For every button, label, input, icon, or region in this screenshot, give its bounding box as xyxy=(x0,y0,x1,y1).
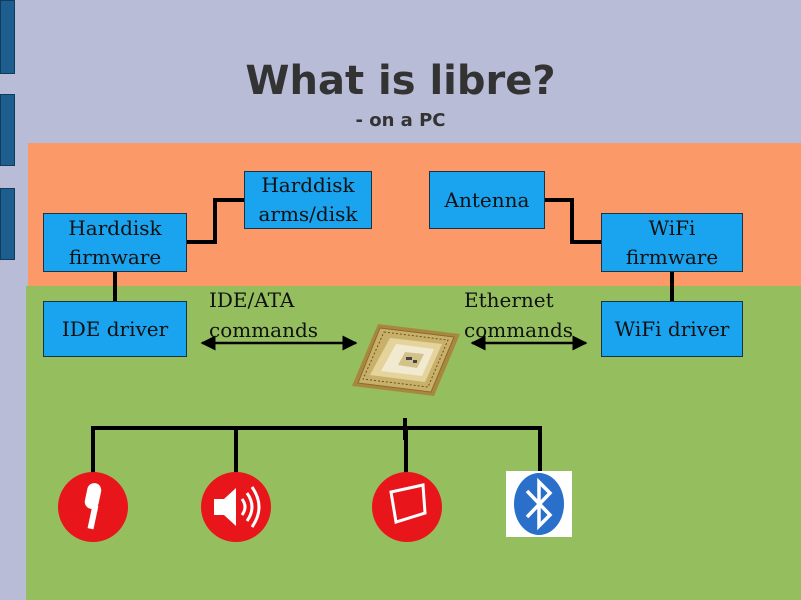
wifi-driver-box: WiFi driver xyxy=(601,301,743,357)
ethernet-commands-label: Ethernet commands xyxy=(464,288,574,342)
slide-title: What is libre? xyxy=(245,58,556,104)
side-tab-1 xyxy=(0,0,15,74)
display-icon xyxy=(372,472,442,542)
wifi-firmware-box: WiFi firmware xyxy=(601,213,743,272)
speaker-icon xyxy=(201,472,271,542)
side-tab-2 xyxy=(0,94,15,166)
harddisk-firmware-to-arms-line xyxy=(187,198,244,244)
side-tab-3 xyxy=(0,188,15,260)
ide-driver-box: IDE driver xyxy=(43,301,187,357)
bluetooth-icon xyxy=(506,471,572,537)
slide-subtitle: - on a PC xyxy=(355,110,446,131)
antenna-box: Antenna xyxy=(429,171,545,229)
ide-commands-label: IDE/ATA commands xyxy=(209,288,319,342)
harddisk-arms-box: Harddisk arms/disk xyxy=(244,171,372,229)
cpu-chip-icon xyxy=(352,324,460,396)
antenna-to-wifi-firmware-line xyxy=(545,198,601,244)
microphone-icon xyxy=(58,472,128,542)
harddisk-firmware-box: Harddisk firmware xyxy=(43,213,187,272)
